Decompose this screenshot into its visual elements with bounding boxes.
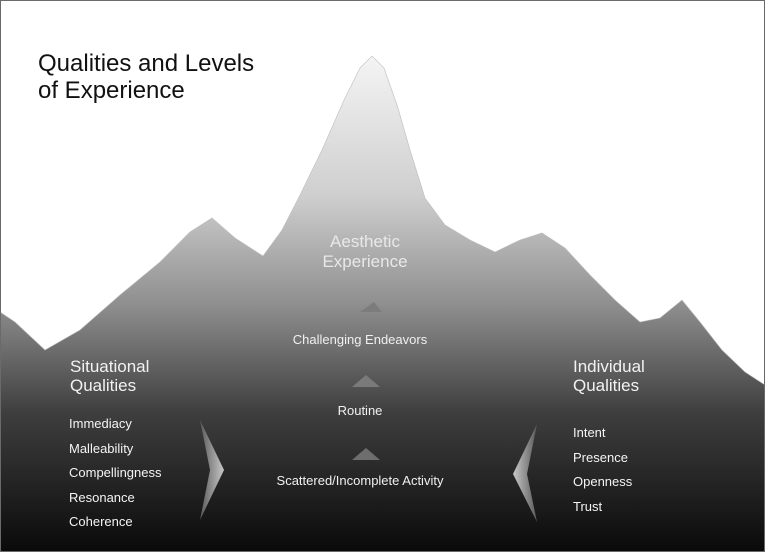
- mountain-silhouette: [0, 55, 765, 552]
- individual-item: Presence: [573, 449, 628, 465]
- situational-list: Immediacy Malleability Compellingness Re…: [69, 412, 162, 535]
- situational-item: Malleability: [69, 440, 134, 456]
- individual-heading-line-1: Individual: [573, 357, 645, 376]
- individual-list: Intent Presence Openness Trust: [573, 421, 632, 519]
- diagram-title: Qualities and Levels of Experience: [38, 50, 254, 104]
- situational-item: Resonance: [69, 489, 135, 505]
- level-marker-lower: [352, 448, 380, 460]
- situational-heading-line-2: Qualities: [70, 376, 137, 395]
- situational-chevron: [200, 420, 224, 520]
- situational-item: Compellingness: [69, 465, 162, 480]
- situational-heading: Situational Qualities: [70, 357, 149, 395]
- level-scattered: Scattered/Incomplete Activity: [276, 473, 444, 488]
- individual-heading: Individual Qualities: [573, 357, 645, 395]
- situational-item: Coherence: [69, 514, 133, 529]
- level-marker-upper: [360, 302, 382, 312]
- title-line-2: of Experience: [38, 77, 185, 104]
- level-routine: Routine: [337, 403, 383, 418]
- situational-heading-line-1: Situational: [70, 357, 150, 376]
- individual-item: Intent: [573, 425, 606, 440]
- individual-chevron: [513, 424, 537, 522]
- peak-label-line-2: Experience: [322, 252, 408, 271]
- peak-label: Aesthetic Experience: [290, 232, 440, 272]
- individual-heading-line-2: Qualities: [573, 376, 640, 395]
- title-line-1: Qualities and Levels: [38, 50, 255, 77]
- level-challenging: Challenging Endeavors: [292, 332, 428, 347]
- individual-item: Trust: [573, 498, 603, 514]
- peak-label-line-1: Aesthetic: [330, 232, 400, 251]
- level-marker-middle: [352, 375, 380, 387]
- individual-item: Openness: [573, 474, 633, 489]
- situational-item: Immediacy: [69, 416, 132, 431]
